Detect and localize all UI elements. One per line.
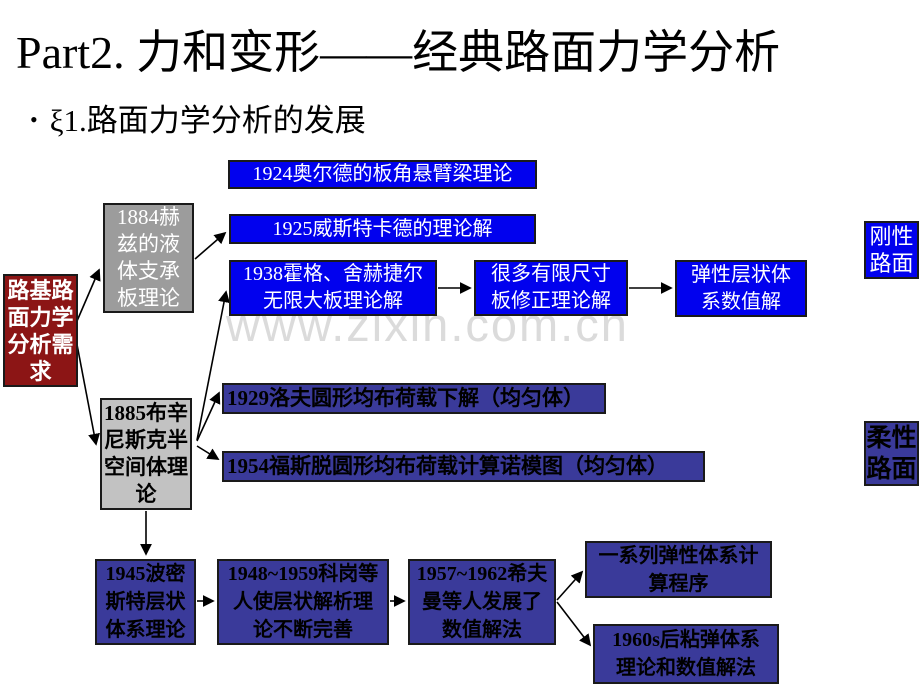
bullet-item: • ξ1.路面力学分析的发展: [30, 101, 366, 140]
node-flexible-pavement-label: 柔性 路面: [864, 421, 919, 486]
bullet-text: ξ1.路面力学分析的发展: [49, 103, 366, 138]
node-1938-hogg: 1938霍格、舍赫捷尔 无限大板理论解: [229, 260, 437, 316]
node-1885-boussinesq: 1885布辛 尼斯克半 空间体理 论: [100, 398, 192, 510]
node-1925-westergaard: 1925威斯特卡德的理论解: [229, 214, 536, 244]
arrow-1884-to-1925: [194, 231, 227, 260]
node-1948-kogan: 1948~1959科岗等 人使层状解析理 论不断完善: [217, 559, 389, 645]
node-1954-foster: 1954福斯脱圆形均布荷载计算诺模图（均匀体）: [222, 451, 705, 482]
arrow-1885-to-1929: [196, 391, 221, 442]
bullet-marker: •: [30, 107, 38, 132]
node-rigid-pavement-label: 刚性 路面: [864, 221, 919, 279]
node-1929-love: 1929洛夫圆形均布荷载下解（均匀体）: [222, 383, 606, 414]
arrow-1957-to-programs: [556, 570, 584, 601]
node-1960s-viscoelastic: 1960s后粘弹体系 理论和数值解法: [593, 624, 779, 684]
node-1884-hertz: 1884赫 兹的液 体支承 板理论: [103, 203, 194, 313]
arrow-1885-to-1938: [196, 290, 230, 441]
node-finite-slab-corrections: 很多有限尺寸 板修正理论解: [474, 260, 628, 316]
node-analysis-need: 路基路 面力学 分析需 求: [3, 274, 78, 387]
page-title: Part2. 力和变形——经典路面力学分析: [16, 27, 781, 78]
arrow-need-to-1885: [74, 333, 100, 446]
node-1957-schiffman: 1957~1962希夫 曼等人发展了 数值解法: [408, 559, 556, 645]
arrow-need-to-1884: [76, 268, 101, 322]
arrow-1957-to-viscoelastic: [556, 601, 592, 647]
arrow-1885-to-1954: [196, 445, 220, 460]
node-elastic-layered-numerical: 弹性层状体 系数值解: [675, 260, 807, 317]
node-elastic-programs: 一系列弹性体系计 算程序: [585, 541, 772, 598]
node-1924-older: 1924奥尔德的板角悬臂梁理论: [228, 160, 537, 189]
node-1945-burmister: 1945波密 斯特层状 体系理论: [95, 559, 196, 645]
